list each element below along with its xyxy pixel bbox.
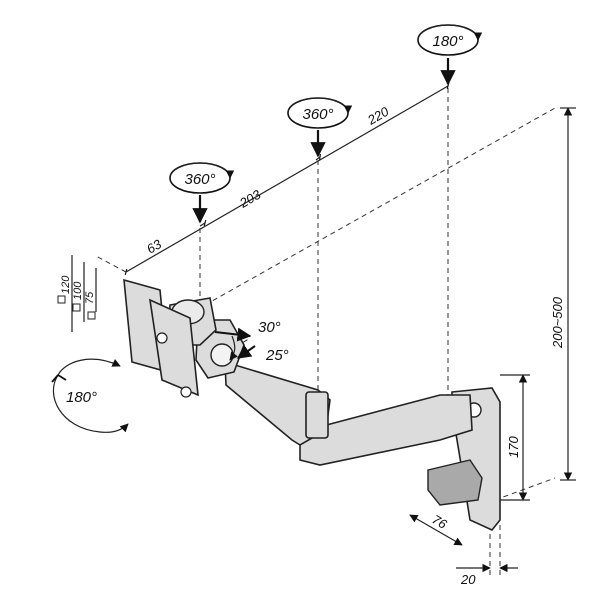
rotation-180-head: 180° — [51, 358, 129, 433]
dim-203: 203 — [236, 186, 264, 211]
vesa-dimensions: 120 100 75 — [57, 255, 97, 332]
tilt-30: 30° — [258, 319, 281, 336]
dim-76: 76 — [430, 512, 451, 533]
tilt-indicators: 30° 25° — [214, 319, 289, 364]
depth-dimension: 76 — [409, 512, 463, 546]
dim-120: 120 — [60, 275, 72, 294]
rot-360-left: 360° — [184, 171, 215, 188]
rot-360-middle: 360° — [302, 106, 333, 123]
dim-100: 100 — [72, 281, 84, 300]
plate-thickness-dimension: 20 — [456, 563, 518, 587]
rotation-360-left: 360° — [169, 162, 235, 224]
rot-180-top: 180° — [432, 33, 463, 50]
dim-20: 20 — [460, 572, 476, 587]
long-arm — [299, 394, 473, 466]
dim-75: 75 — [84, 291, 96, 304]
monitor-arm — [123, 278, 501, 531]
rotation-360-middle: 360° — [287, 97, 353, 158]
dim-220: 220 — [364, 103, 392, 128]
rotation-180-top: 180° — [417, 24, 483, 86]
wall-plate-height-dimension: 170 — [500, 374, 530, 501]
wall-bracket — [427, 459, 483, 506]
height-dimension: 200~500 — [550, 107, 576, 481]
projection-lines — [95, 88, 556, 575]
tilt-25: 25° — [265, 347, 289, 364]
dim-200-500: 200~500 — [550, 296, 565, 349]
dim-63: 63 — [144, 236, 165, 257]
rot-180-head: 180° — [66, 389, 97, 406]
dim-170: 170 — [506, 436, 521, 458]
